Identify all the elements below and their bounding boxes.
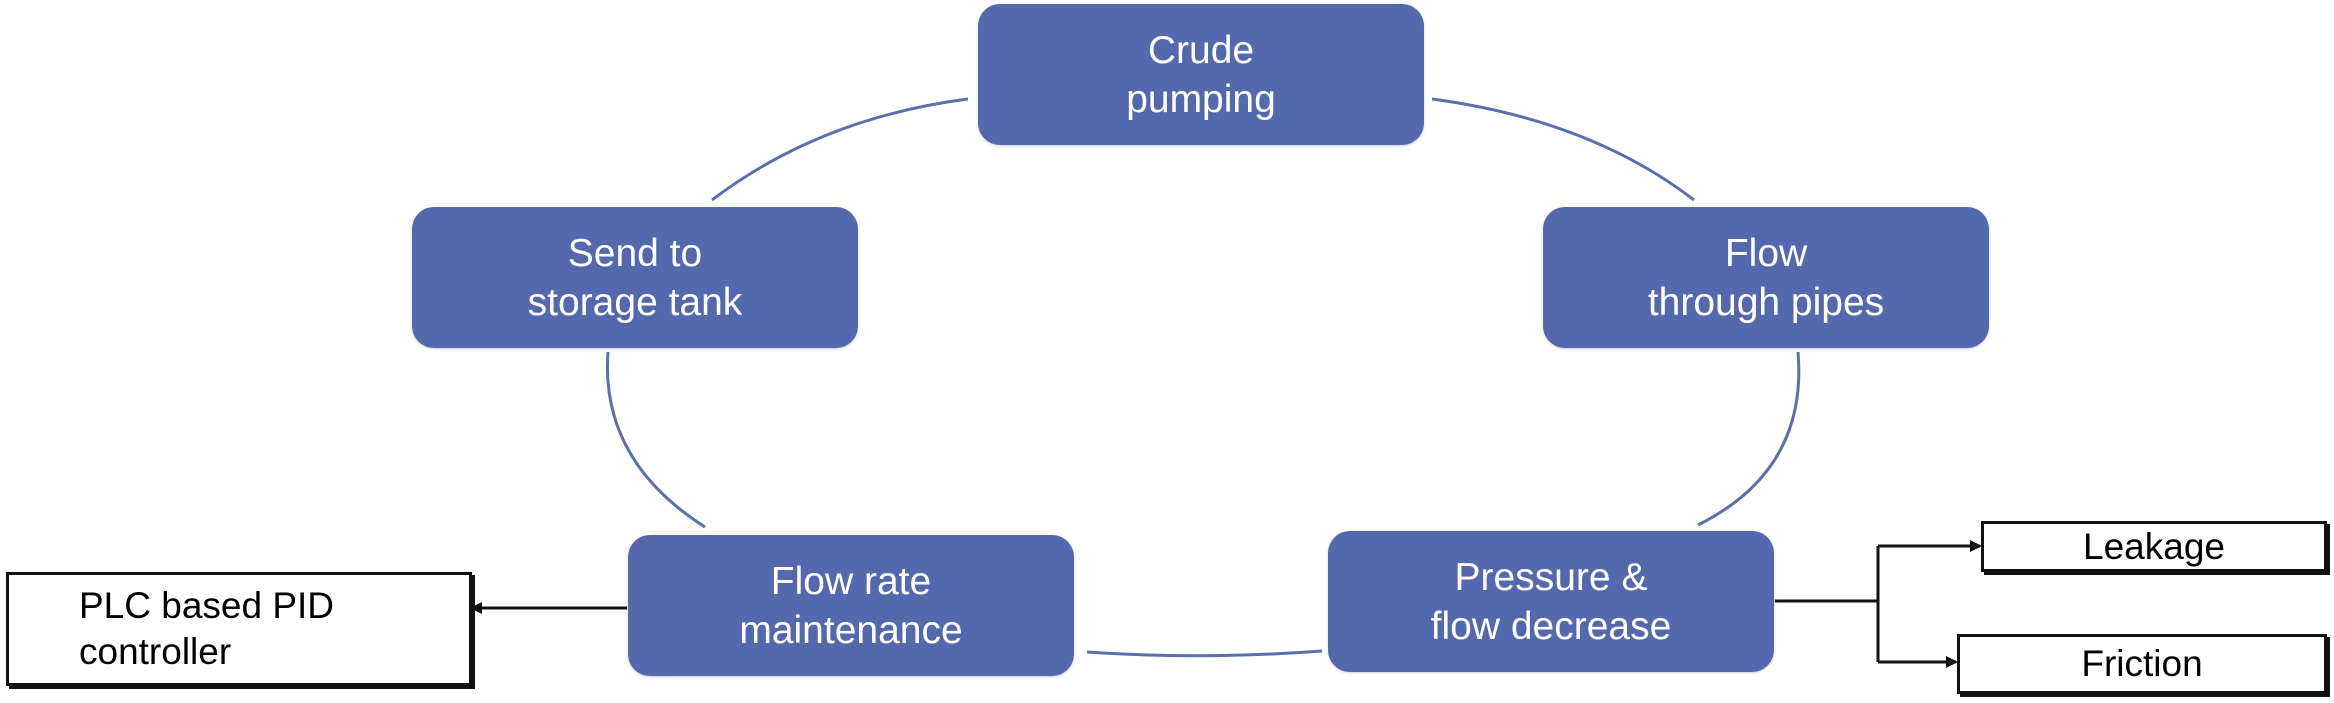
box-leakage: Leakage (1981, 521, 2327, 572)
node-send-to-storage-tank-line1: Send to (567, 231, 703, 275)
node-flow-rate-maintenance: Flow rate maintenance (628, 535, 1074, 676)
node-crude-pumping: Crude pumping (978, 4, 1424, 145)
node-flow-through-pipes: Flow through pipes (1543, 207, 1989, 348)
node-crude-pumping-line1: Crude (1147, 28, 1255, 72)
box-friction-label: Friction (2081, 643, 2203, 684)
node-send-to-storage-tank-line2: storage tank (527, 280, 743, 324)
node-pressure-flow-decrease: Pressure & flow decrease (1328, 531, 1774, 672)
box-plc-controller: PLC based PID controller (6, 572, 472, 686)
node-pressure-flow-decrease-line1: Pressure & (1454, 555, 1648, 599)
arc-crude-to-flow (1431, 97, 1695, 202)
node-pressure-flow-decrease-line2: flow decrease (1430, 604, 1672, 648)
node-flow-through-pipes-line1: Flow (1724, 231, 1808, 275)
node-send-to-storage-tank: Send to storage tank (412, 207, 858, 348)
box-plc-controller-line1: PLC based PID (79, 585, 335, 626)
arc-flowrate-to-storage (605, 351, 706, 529)
node-flow-through-pipes-line2: through pipes (1647, 280, 1885, 324)
node-flow-rate-maintenance-line2: maintenance (739, 608, 963, 652)
box-leakage-label: Leakage (2083, 525, 2225, 567)
node-crude-pumping-line2: pumping (1126, 77, 1276, 121)
arc-flow-to-pressure (1697, 351, 1801, 527)
arc-storage-to-crude (711, 97, 969, 202)
arc-pressure-to-flowrate (1086, 649, 1323, 658)
node-flow-rate-maintenance-line1: Flow rate (770, 559, 932, 603)
box-friction: Friction (1957, 634, 2327, 694)
box-plc-controller-line2: controller (79, 631, 232, 672)
